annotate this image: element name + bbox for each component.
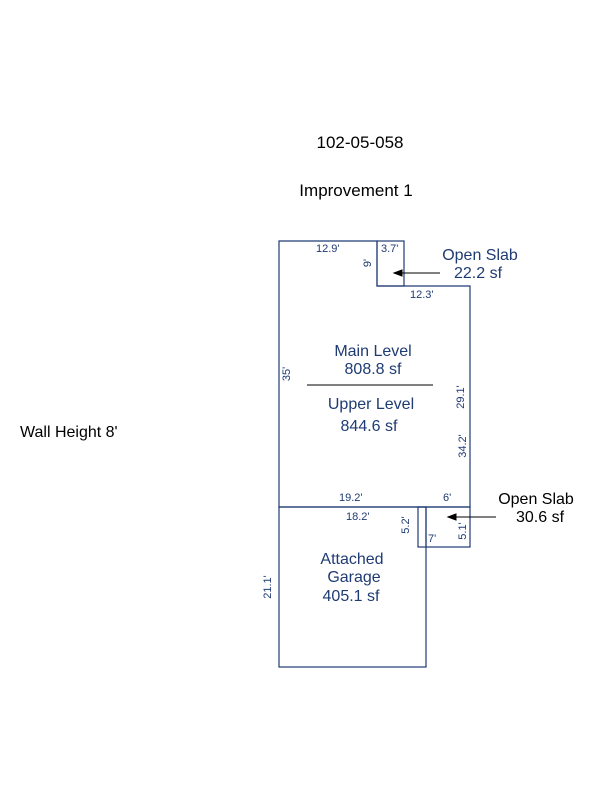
main-level-area: 808.8 sf	[344, 361, 402, 378]
garage-name-line2: Garage	[327, 569, 381, 586]
parcel-id: 102-05-058	[316, 133, 404, 152]
upper-level-name: Upper Level	[327, 396, 415, 413]
main-level-name: Main Level	[334, 343, 412, 360]
dim-top-slab: 3.7'	[381, 243, 399, 255]
open-slab-top-area: 22.2 sf	[453, 265, 503, 282]
open-slab-top-outline	[376, 240, 405, 287]
upper-level-area: 844.6 sf	[340, 418, 398, 435]
garage-name-line1: Attached	[320, 551, 384, 568]
open-slab-bottom-area: 30.6 sf	[515, 509, 565, 526]
dim-top-main: 12.9'	[316, 243, 340, 255]
arrowhead-open-slab-bottom	[446, 513, 457, 521]
improvement-title: Improvement 1	[299, 181, 413, 200]
garage-area: 405.1 sf	[322, 588, 380, 605]
wall-height-label: Wall Height 8'	[20, 424, 118, 441]
dim-garage-left: 21.1'	[262, 575, 274, 599]
open-slab-top-name: Open Slab	[442, 247, 518, 264]
arrowhead-open-slab-top	[392, 269, 403, 277]
dim-garage-top: 19.2'	[339, 492, 363, 504]
dim-slab2-bottom: 7'	[428, 533, 437, 545]
garage-outline	[278, 506, 427, 668]
open-slab-bottom-name: Open Slab	[498, 491, 574, 508]
open-slab-bottom-outline	[417, 506, 471, 548]
dim-slab2-inner-right: 5.1'	[457, 522, 469, 540]
dim-right-lower: 34.2'	[457, 434, 469, 458]
dim-slab2-top: 6'	[443, 492, 452, 504]
dim-right-upper: 29.1'	[455, 385, 467, 409]
dim-slab-height: 9'	[362, 258, 374, 268]
dim-garage-inner: 18.2'	[346, 511, 370, 523]
dim-step: 12.3'	[410, 289, 434, 301]
dim-slab2-inner-left: 5.2'	[400, 516, 412, 534]
dim-left-main: 35'	[281, 366, 293, 382]
